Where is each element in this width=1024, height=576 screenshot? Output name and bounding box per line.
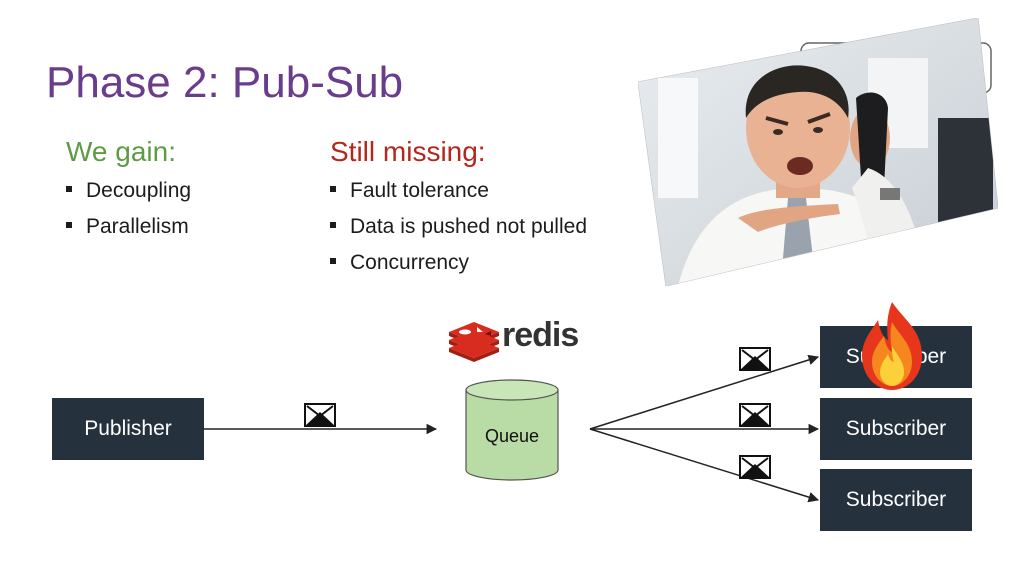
envelope-icon [739, 347, 771, 371]
gain-heading: We gain: [66, 136, 176, 167]
missing-item: Fault tolerance [330, 173, 587, 209]
missing-heading: Still missing: [330, 136, 486, 167]
queue-cylinder [465, 379, 559, 481]
missing-item-label: Data is pushed not pulled [350, 215, 587, 238]
subscriber-box: Subscriber [820, 398, 972, 460]
envelope-icon [739, 455, 771, 479]
gain-list: Decoupling Parallelism [66, 173, 191, 245]
missing-item: Concurrency [330, 245, 587, 281]
queue-to-subscriber-3-arrow [589, 428, 820, 503]
gain-item-label: Parallelism [86, 215, 189, 238]
fire-icon [862, 302, 922, 390]
gain-item: Parallelism [66, 209, 191, 245]
bullet-icon [330, 258, 336, 265]
redis-logo-icon [447, 318, 587, 362]
bullet-icon [330, 222, 336, 229]
gain-item-label: Decoupling [86, 179, 192, 202]
missing-list: Fault tolerance Data is pushed not pulle… [330, 173, 587, 281]
bullet-icon [66, 186, 72, 193]
missing-item: Data is pushed not pulled [330, 209, 587, 245]
bullet-icon [66, 222, 72, 229]
gain-item: Decoupling [66, 173, 191, 209]
missing-item-label: Fault tolerance [350, 179, 489, 202]
angry-caller-photo [637, 17, 999, 287]
missing-item-label: Concurrency [350, 251, 470, 274]
queue-label: Queue [484, 426, 540, 446]
slide-title: Phase 2: Pub-Sub [46, 58, 404, 107]
envelope-icon [304, 403, 336, 427]
queue-to-subscriber-1-arrow [589, 354, 820, 430]
envelope-icon [739, 403, 771, 427]
bullet-icon [330, 186, 336, 193]
subscriber-box: Subscriber [820, 469, 972, 531]
publisher-box: Publisher [52, 398, 204, 460]
redis-logo-text: redis [502, 316, 579, 354]
